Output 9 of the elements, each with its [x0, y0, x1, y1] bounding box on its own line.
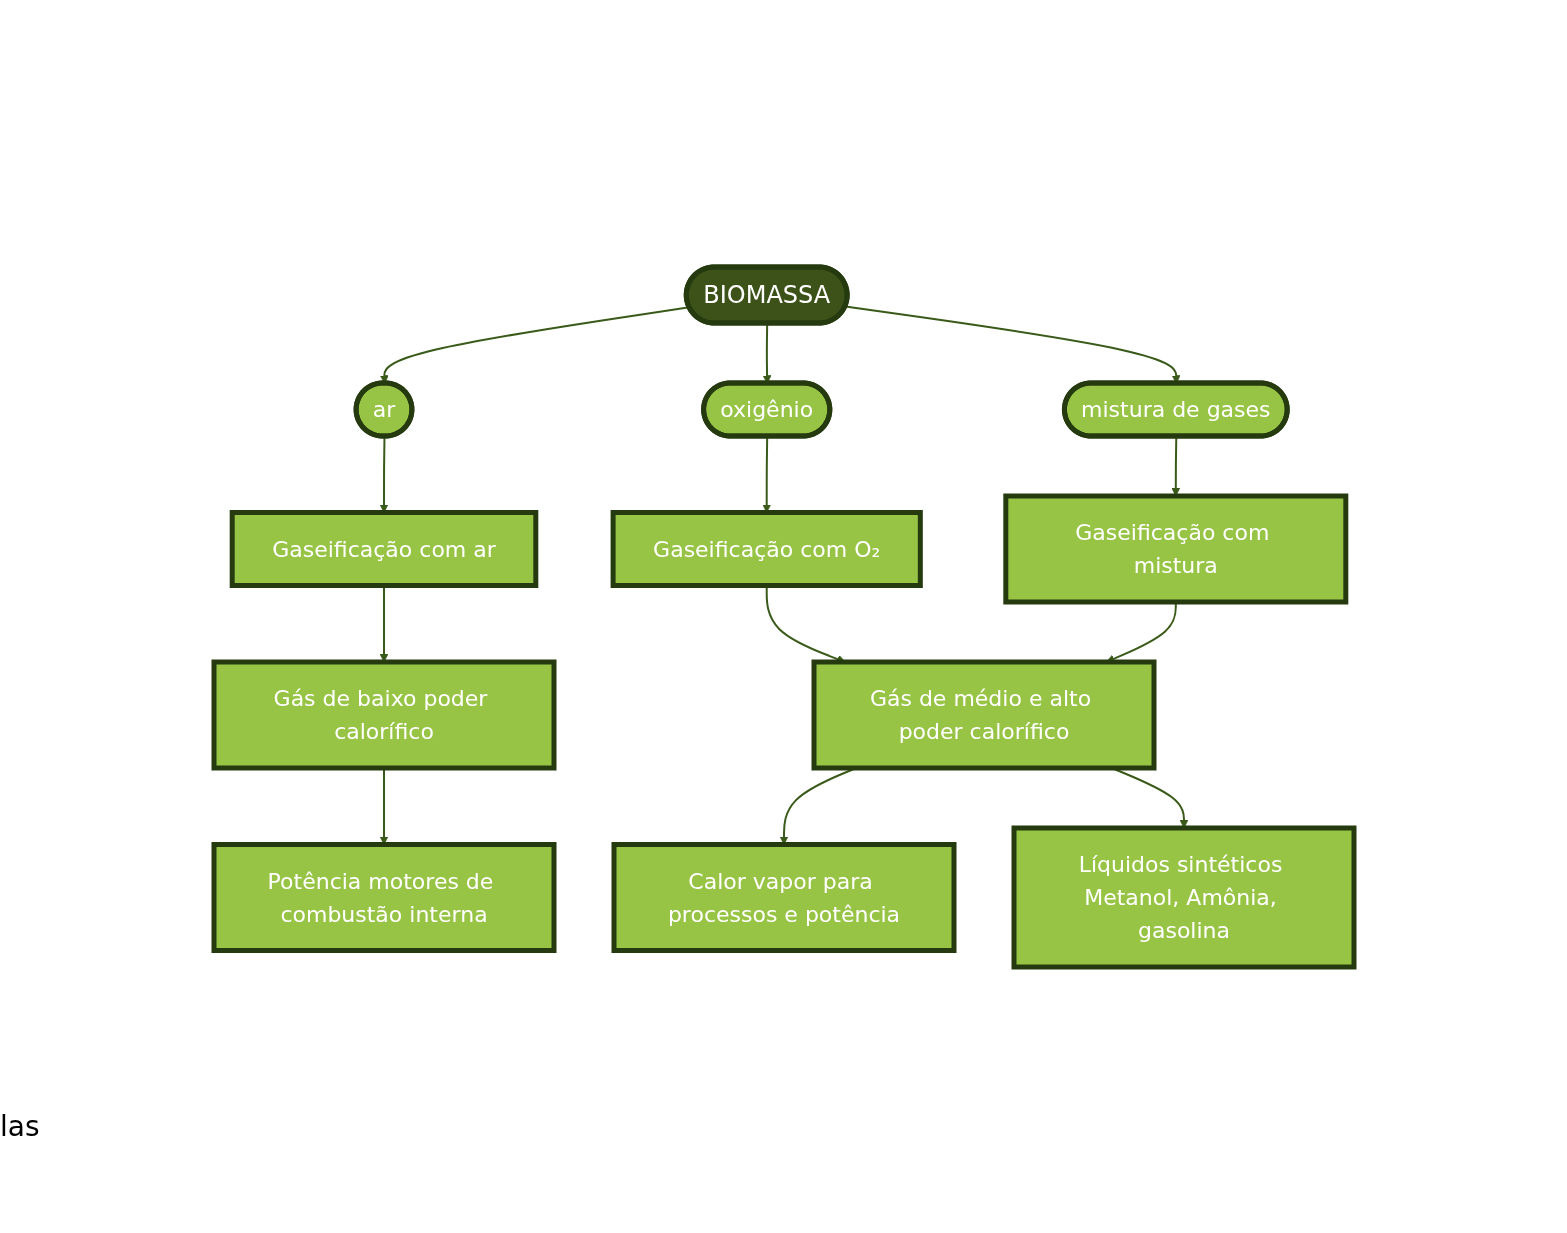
node-box: Gaseificação com mistura	[1002, 493, 1348, 604]
node-box: Gás de baixo poder calorífico	[211, 659, 556, 770]
node-box: Calor vapor para processos e potência	[611, 841, 956, 953]
node-box: Gás de médio e alto poder calorífico	[811, 659, 1156, 770]
node-box: Gaseificação com ar	[229, 509, 538, 588]
node-box: Potência motores de combustão interna	[211, 841, 556, 953]
note-text: las	[0, 1110, 40, 1143]
node-box: Líquidos sintéticos Metanol, Amônia, gasolina	[1011, 825, 1356, 969]
node-box: Gaseificação com O₂	[610, 509, 923, 588]
